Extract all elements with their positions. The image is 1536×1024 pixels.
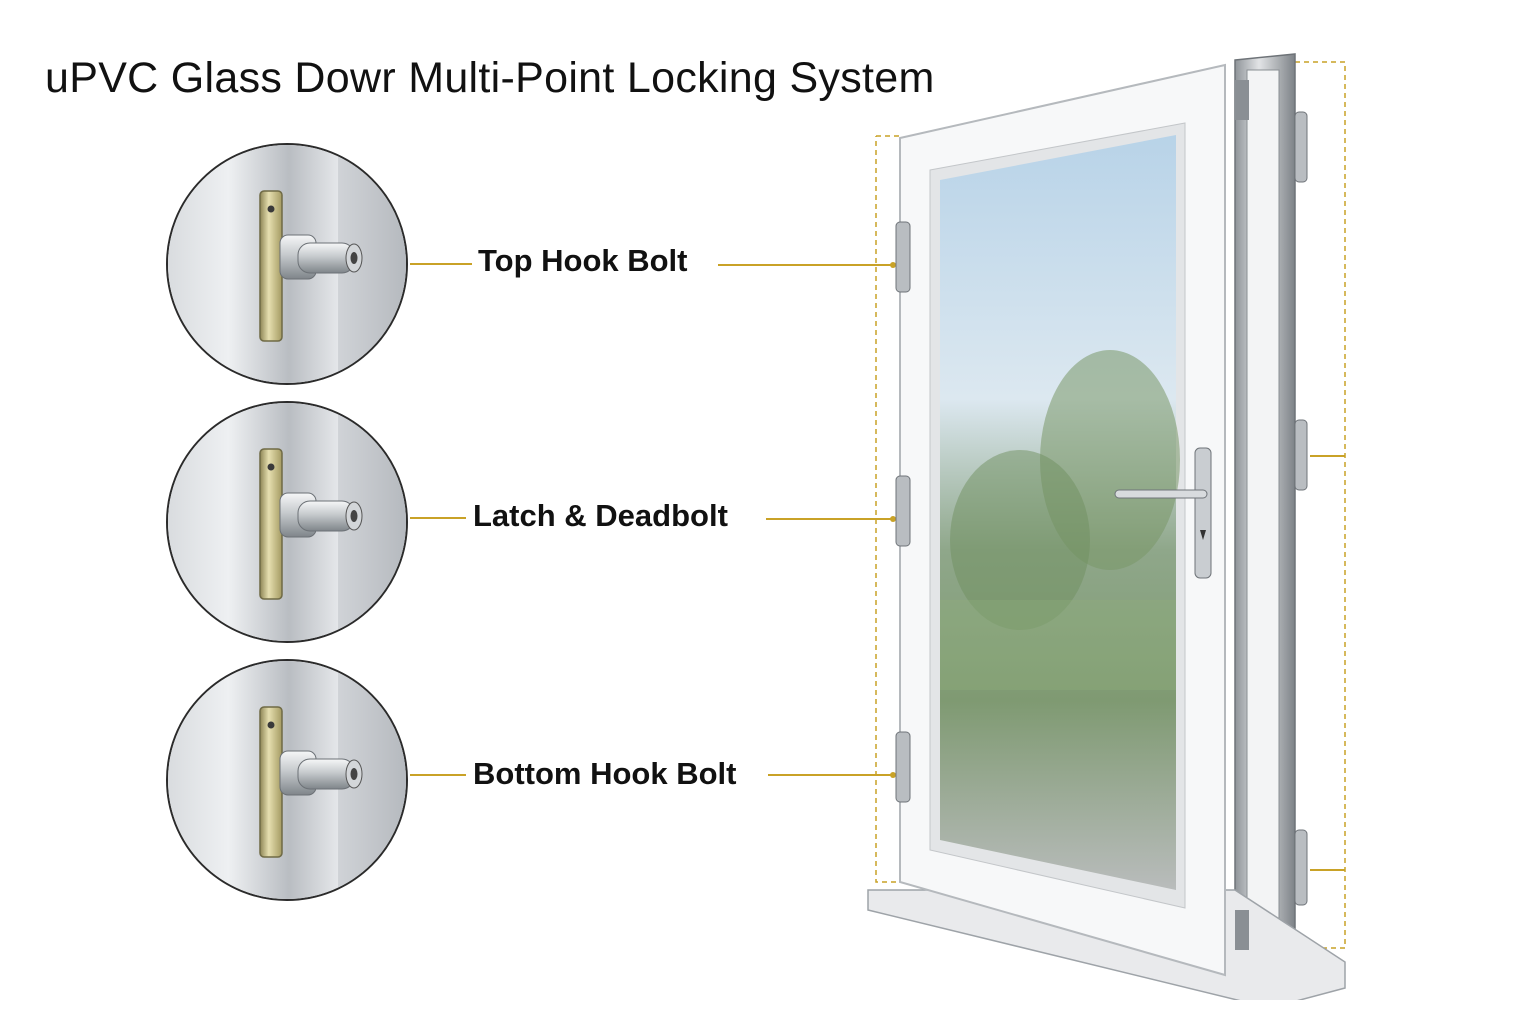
page-title: uPVC Glass Dowr Multi-Point Locking Syst… (45, 54, 935, 102)
leader-line-right (766, 518, 893, 520)
callout-label-top-hook-bolt: Top Hook Bolt (478, 243, 688, 278)
door-handle-icon (1114, 447, 1212, 579)
bottom-hook-bolt-detail (166, 659, 408, 901)
leader-line-right (768, 774, 893, 776)
leader-line-left (410, 263, 472, 265)
dimension-guide (1295, 61, 1346, 949)
hook-bolt-icon (168, 661, 406, 899)
leader-dot (890, 262, 896, 268)
hinge-icon (895, 111, 1308, 906)
leader-line-left (410, 517, 466, 519)
leader-line-left (410, 774, 466, 776)
door-icon (867, 53, 1346, 1000)
top-hook-bolt-detail (166, 143, 408, 385)
callout-label-latch-deadbolt: Latch & Deadbolt (473, 498, 728, 533)
leader-line-right (718, 264, 893, 266)
leader-dot (890, 772, 896, 778)
leader-dot (890, 516, 896, 522)
hook-bolt-icon (168, 145, 406, 383)
latch-deadbolt-detail (166, 401, 408, 643)
hook-bolt-icon (168, 403, 406, 641)
callout-label-bottom-hook-bolt: Bottom Hook Bolt (473, 756, 737, 791)
